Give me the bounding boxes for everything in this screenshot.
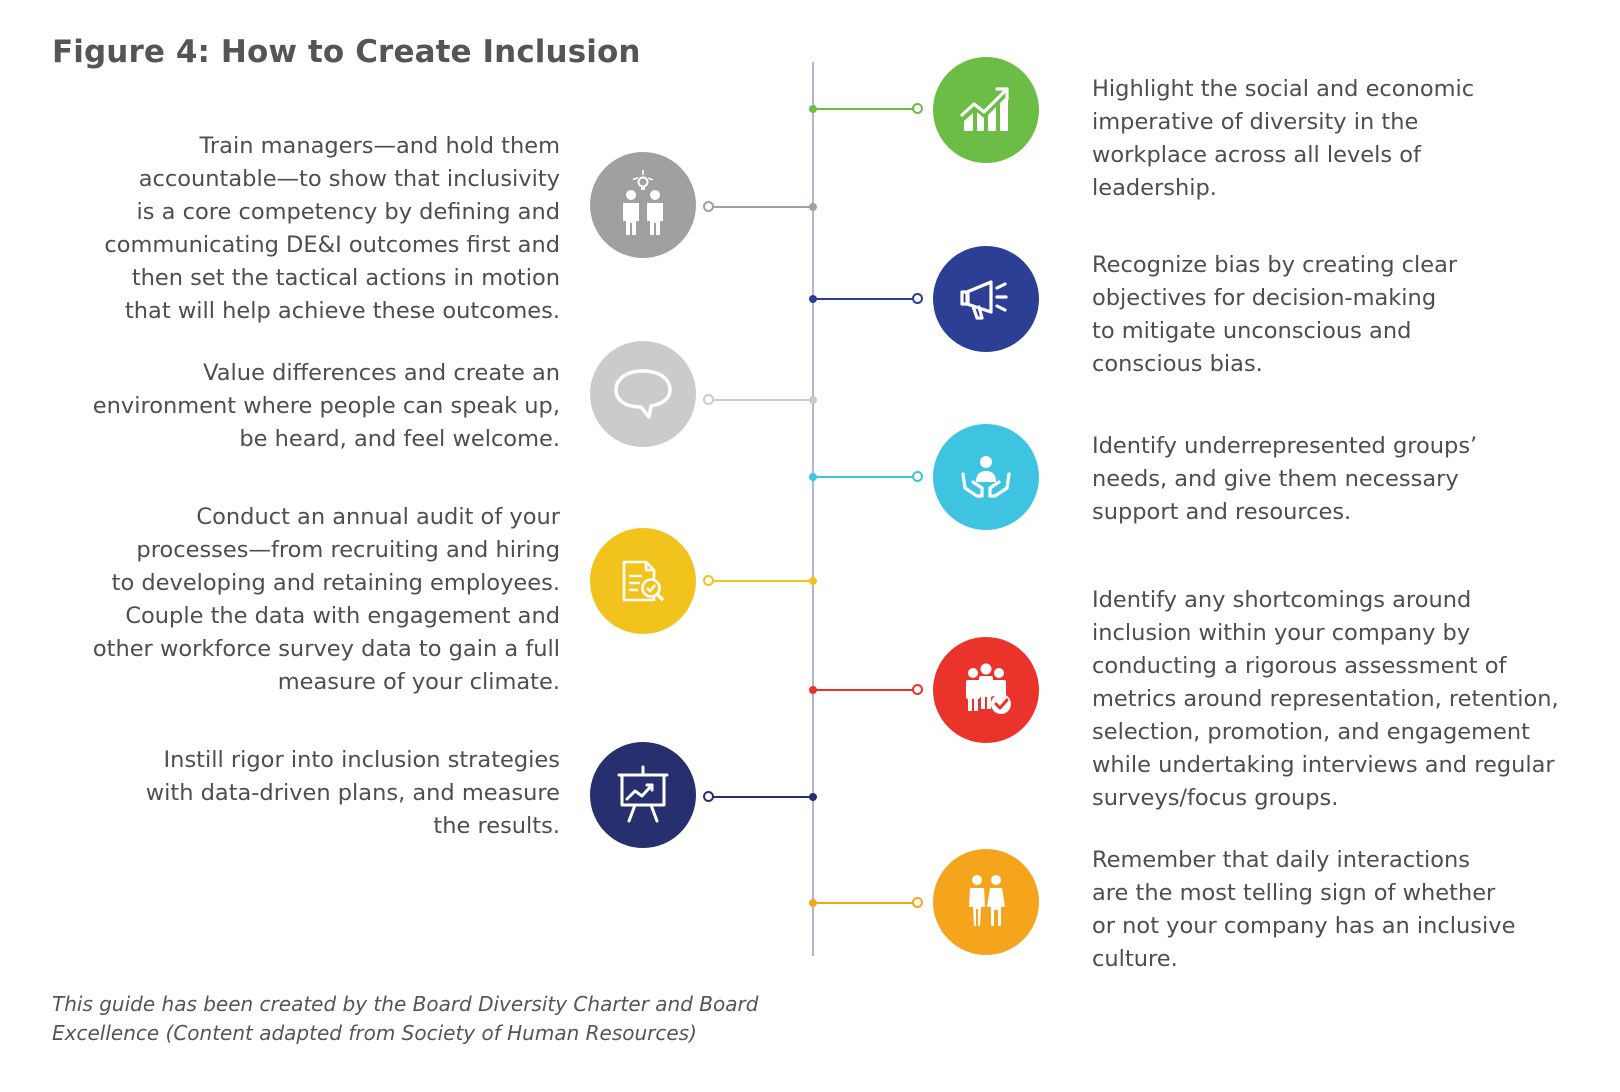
connector-ring bbox=[912, 471, 923, 482]
left-item-text: Value differences and create an environm… bbox=[92, 360, 560, 452]
connector-ring bbox=[912, 684, 923, 695]
connector-dot bbox=[809, 203, 817, 211]
right-connector bbox=[813, 298, 917, 300]
right-connector bbox=[813, 108, 917, 110]
left-connector bbox=[712, 399, 813, 401]
footnote: This guide has been created by the Board… bbox=[52, 992, 759, 1045]
group-check-icon bbox=[933, 637, 1039, 743]
right-item-text: Identify underrepresented groups’ needs,… bbox=[1092, 433, 1478, 525]
connector-dot bbox=[809, 686, 817, 694]
connector-ring bbox=[703, 394, 714, 405]
connector-ring bbox=[703, 791, 714, 802]
right-item-text: Identify any shortcomings around inclusi… bbox=[1092, 587, 1559, 811]
right-connector bbox=[813, 476, 917, 478]
support-hands-icon bbox=[933, 424, 1039, 530]
connector-dot bbox=[809, 899, 817, 907]
timeline-spine bbox=[812, 62, 814, 956]
right-item-text: Highlight the social and economic impera… bbox=[1092, 76, 1475, 201]
connector-ring bbox=[703, 575, 714, 586]
connector-ring bbox=[912, 103, 923, 114]
connector-dot bbox=[809, 105, 817, 113]
left-connector bbox=[712, 206, 813, 208]
right-connector bbox=[813, 902, 917, 904]
connector-ring bbox=[912, 293, 923, 304]
people-idea-icon bbox=[590, 152, 696, 258]
left-item-text: Train managers—and hold them accountable… bbox=[104, 133, 560, 324]
growth-chart-icon bbox=[933, 57, 1039, 163]
left-connector bbox=[712, 796, 813, 798]
megaphone-icon bbox=[933, 246, 1039, 352]
connector-dot bbox=[809, 396, 817, 404]
left-item-text: Instill rigor into inclusion strategies … bbox=[145, 747, 560, 839]
left-item-text: Conduct an annual audit of your processe… bbox=[92, 504, 560, 695]
connector-dot bbox=[809, 793, 817, 801]
right-item-text: Remember that daily interactions are the… bbox=[1092, 847, 1516, 972]
right-connector bbox=[813, 689, 917, 691]
presentation-chart-icon bbox=[590, 742, 696, 848]
connector-dot bbox=[809, 577, 817, 585]
figure-title: Figure 4: How to Create Inclusion bbox=[52, 34, 641, 70]
connector-ring bbox=[912, 897, 923, 908]
connector-ring bbox=[703, 201, 714, 212]
right-item-text: Recognize bias by creating clear objecti… bbox=[1092, 252, 1458, 377]
couple-icon bbox=[933, 849, 1039, 955]
speech-bubble-icon bbox=[590, 341, 696, 447]
connector-dot bbox=[809, 295, 817, 303]
document-audit-icon bbox=[590, 528, 696, 634]
left-connector bbox=[712, 580, 813, 582]
connector-dot bbox=[809, 473, 817, 481]
